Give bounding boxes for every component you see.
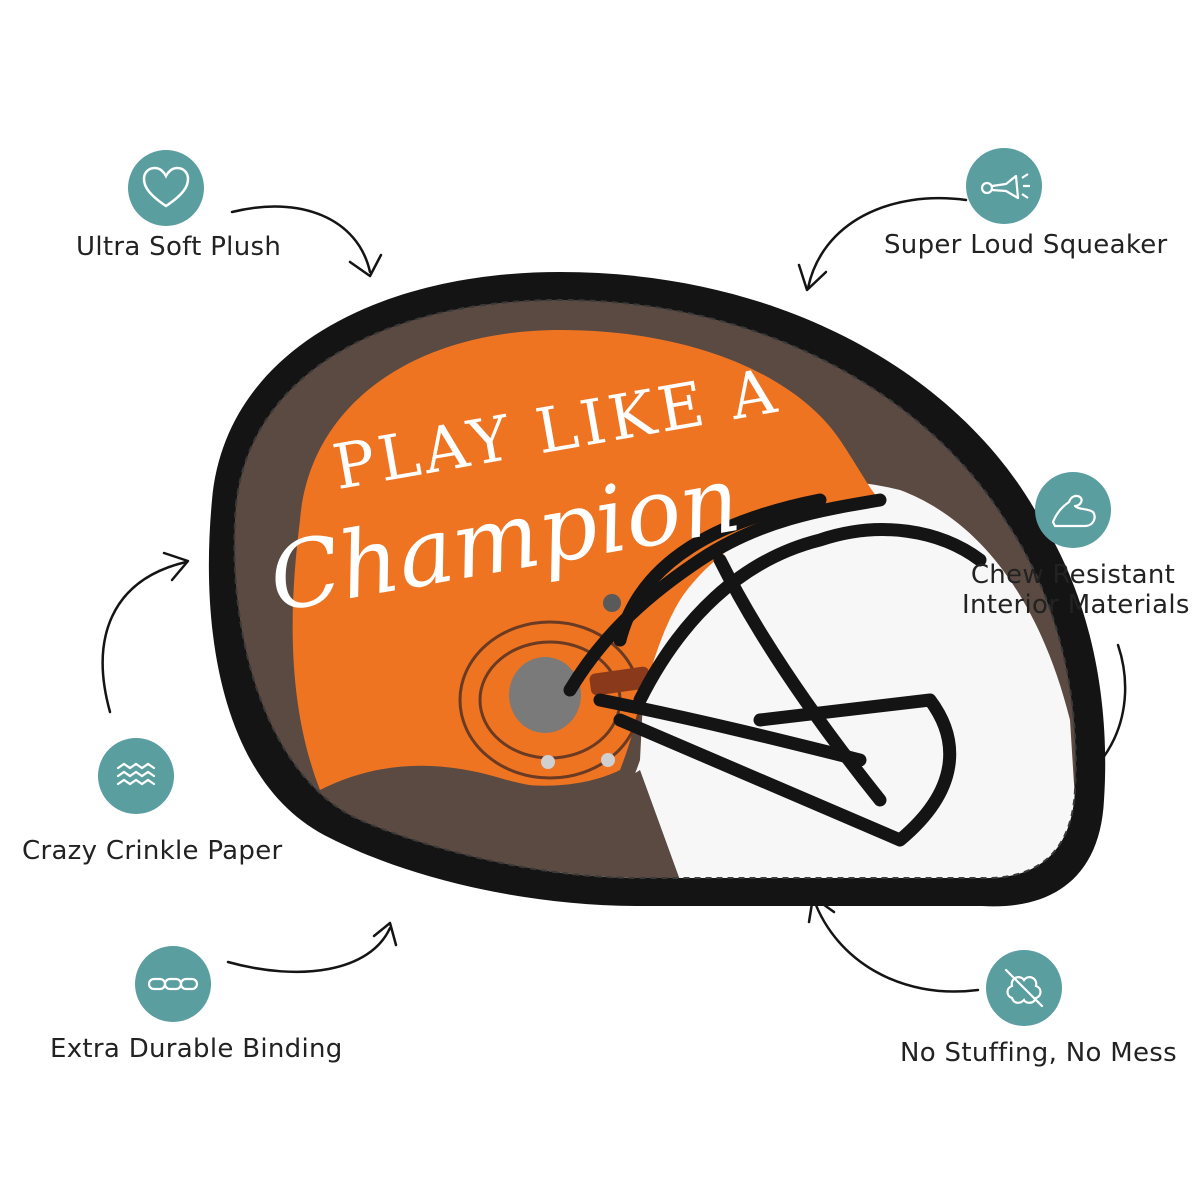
- feature-label-chew-resistant-line-1: Chew Resistant: [970, 560, 1176, 590]
- feature-label-crazy-crinkle-paper: Crazy Crinkle Paper: [22, 836, 283, 866]
- helmet-shell: [292, 330, 880, 790]
- feature-label-no-stuffing: No Stuffing, No Mess: [900, 1038, 1177, 1068]
- chain-icon: [135, 946, 211, 1022]
- binding-stitching: [233, 298, 1077, 880]
- arrow-ultra-soft-plush: [230, 205, 383, 278]
- feature-label-chew-resistant-line-2: Interior Materials: [962, 590, 1190, 620]
- arrow-super-loud-squeaker: [797, 196, 968, 292]
- feature-label-extra-durable-binding: Extra Durable Binding: [50, 1034, 343, 1064]
- muscle-arm-icon: [1035, 472, 1111, 548]
- horn-icon: [966, 148, 1042, 224]
- arrow-crazy-crinkle-paper: [101, 551, 190, 714]
- no-stuffing-icon: [986, 950, 1062, 1026]
- feature-label-chew-resistant: Chew Resistant Interior Materials: [962, 560, 1189, 620]
- feature-label-ultra-soft-plush: Ultra Soft Plush: [76, 232, 282, 262]
- waves-icon: [98, 738, 174, 814]
- arrow-extra-durable-binding: [226, 921, 398, 974]
- feature-label-super-loud-squeaker: Super Loud Squeaker: [884, 230, 1168, 260]
- heart-icon: [128, 150, 204, 226]
- helmet-fabric: [234, 300, 1076, 879]
